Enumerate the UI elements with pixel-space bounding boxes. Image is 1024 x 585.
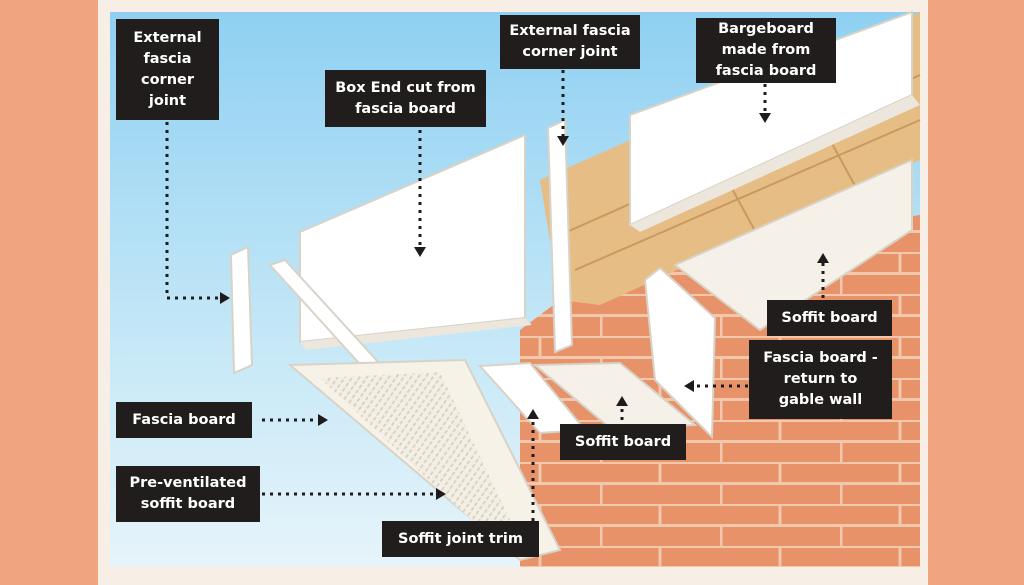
arrowhead (616, 396, 628, 406)
label-soffit-joint-trim: Soffit joint trim (382, 521, 539, 557)
arrowhead (759, 113, 771, 123)
corner-post (546, 118, 574, 354)
label-fascia-board-return: Fascia board - return to gable wall (749, 340, 892, 419)
soffit-board-mid (532, 361, 698, 430)
label-box-end: Box End cut from fascia board (325, 70, 486, 127)
arrowhead (527, 409, 539, 419)
soffit-board-right (673, 158, 913, 332)
arrowhead (436, 488, 446, 500)
arrowhead (817, 253, 829, 263)
label-external-fascia-corner-joint-left: External fascia corner joint (116, 19, 219, 120)
label-pre-ventilated-soffit-board: Pre-ventilated soffit board (116, 466, 260, 522)
arrowhead (318, 414, 328, 426)
corner-joint-left (229, 245, 254, 375)
arrowhead (557, 136, 569, 146)
label-bargeboard: Bargeboard made from fascia board (696, 18, 836, 83)
arrow-ext-corner-left (165, 122, 222, 300)
arrowhead (220, 292, 230, 304)
fascia-return (643, 266, 717, 440)
label-external-fascia-corner-joint-top: External fascia corner joint (500, 15, 640, 69)
label-soffit-board-mid: Soffit board (560, 424, 686, 460)
label-fascia-board: Fascia board (116, 402, 252, 438)
label-soffit-board-right: Soffit board (767, 300, 892, 336)
arrowhead (414, 247, 426, 257)
arrowhead (684, 380, 694, 392)
